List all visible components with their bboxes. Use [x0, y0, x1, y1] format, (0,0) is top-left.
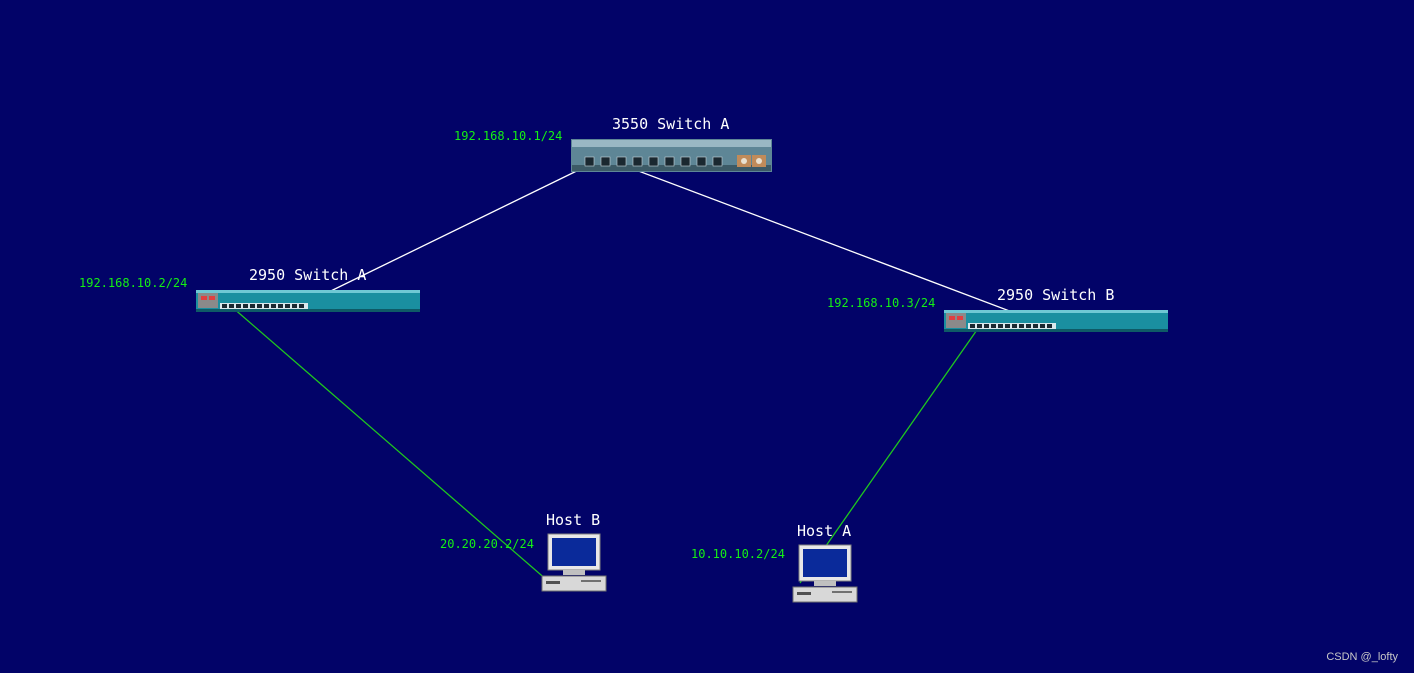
host-b-ip: 20.20.20.2/24 [440, 537, 534, 551]
host-a-computer-icon[interactable] [792, 544, 858, 604]
switch-a-icon[interactable] [196, 290, 420, 312]
link-core-to-switch-a[interactable] [297, 163, 592, 308]
core-switch-name: 3550 Switch A [612, 115, 730, 133]
host-b-computer-icon[interactable] [541, 533, 607, 593]
link-switch-b-to-host-a[interactable] [799, 326, 980, 584]
switch-b-name: 2950 Switch B [997, 286, 1115, 304]
switch-a-ip: 192.168.10.2/24 [79, 276, 188, 290]
core-switch-ip: 192.168.10.1/24 [454, 129, 563, 143]
link-switch-a-to-host-b[interactable] [231, 306, 549, 582]
host-b-name: Host B [546, 511, 601, 529]
switch-a-name: 2950 Switch A [249, 266, 367, 284]
switch-b-ip: 192.168.10.3/24 [827, 296, 936, 310]
switch-b-icon[interactable] [944, 310, 1168, 332]
multilayer-switch-icon[interactable] [571, 139, 772, 172]
host-a-ip: 10.10.10.2/24 [691, 547, 785, 561]
link-core-to-switch-b[interactable] [619, 163, 1053, 328]
watermark: CSDN @_lofty [1326, 651, 1398, 663]
host-a-name: Host A [797, 522, 852, 540]
